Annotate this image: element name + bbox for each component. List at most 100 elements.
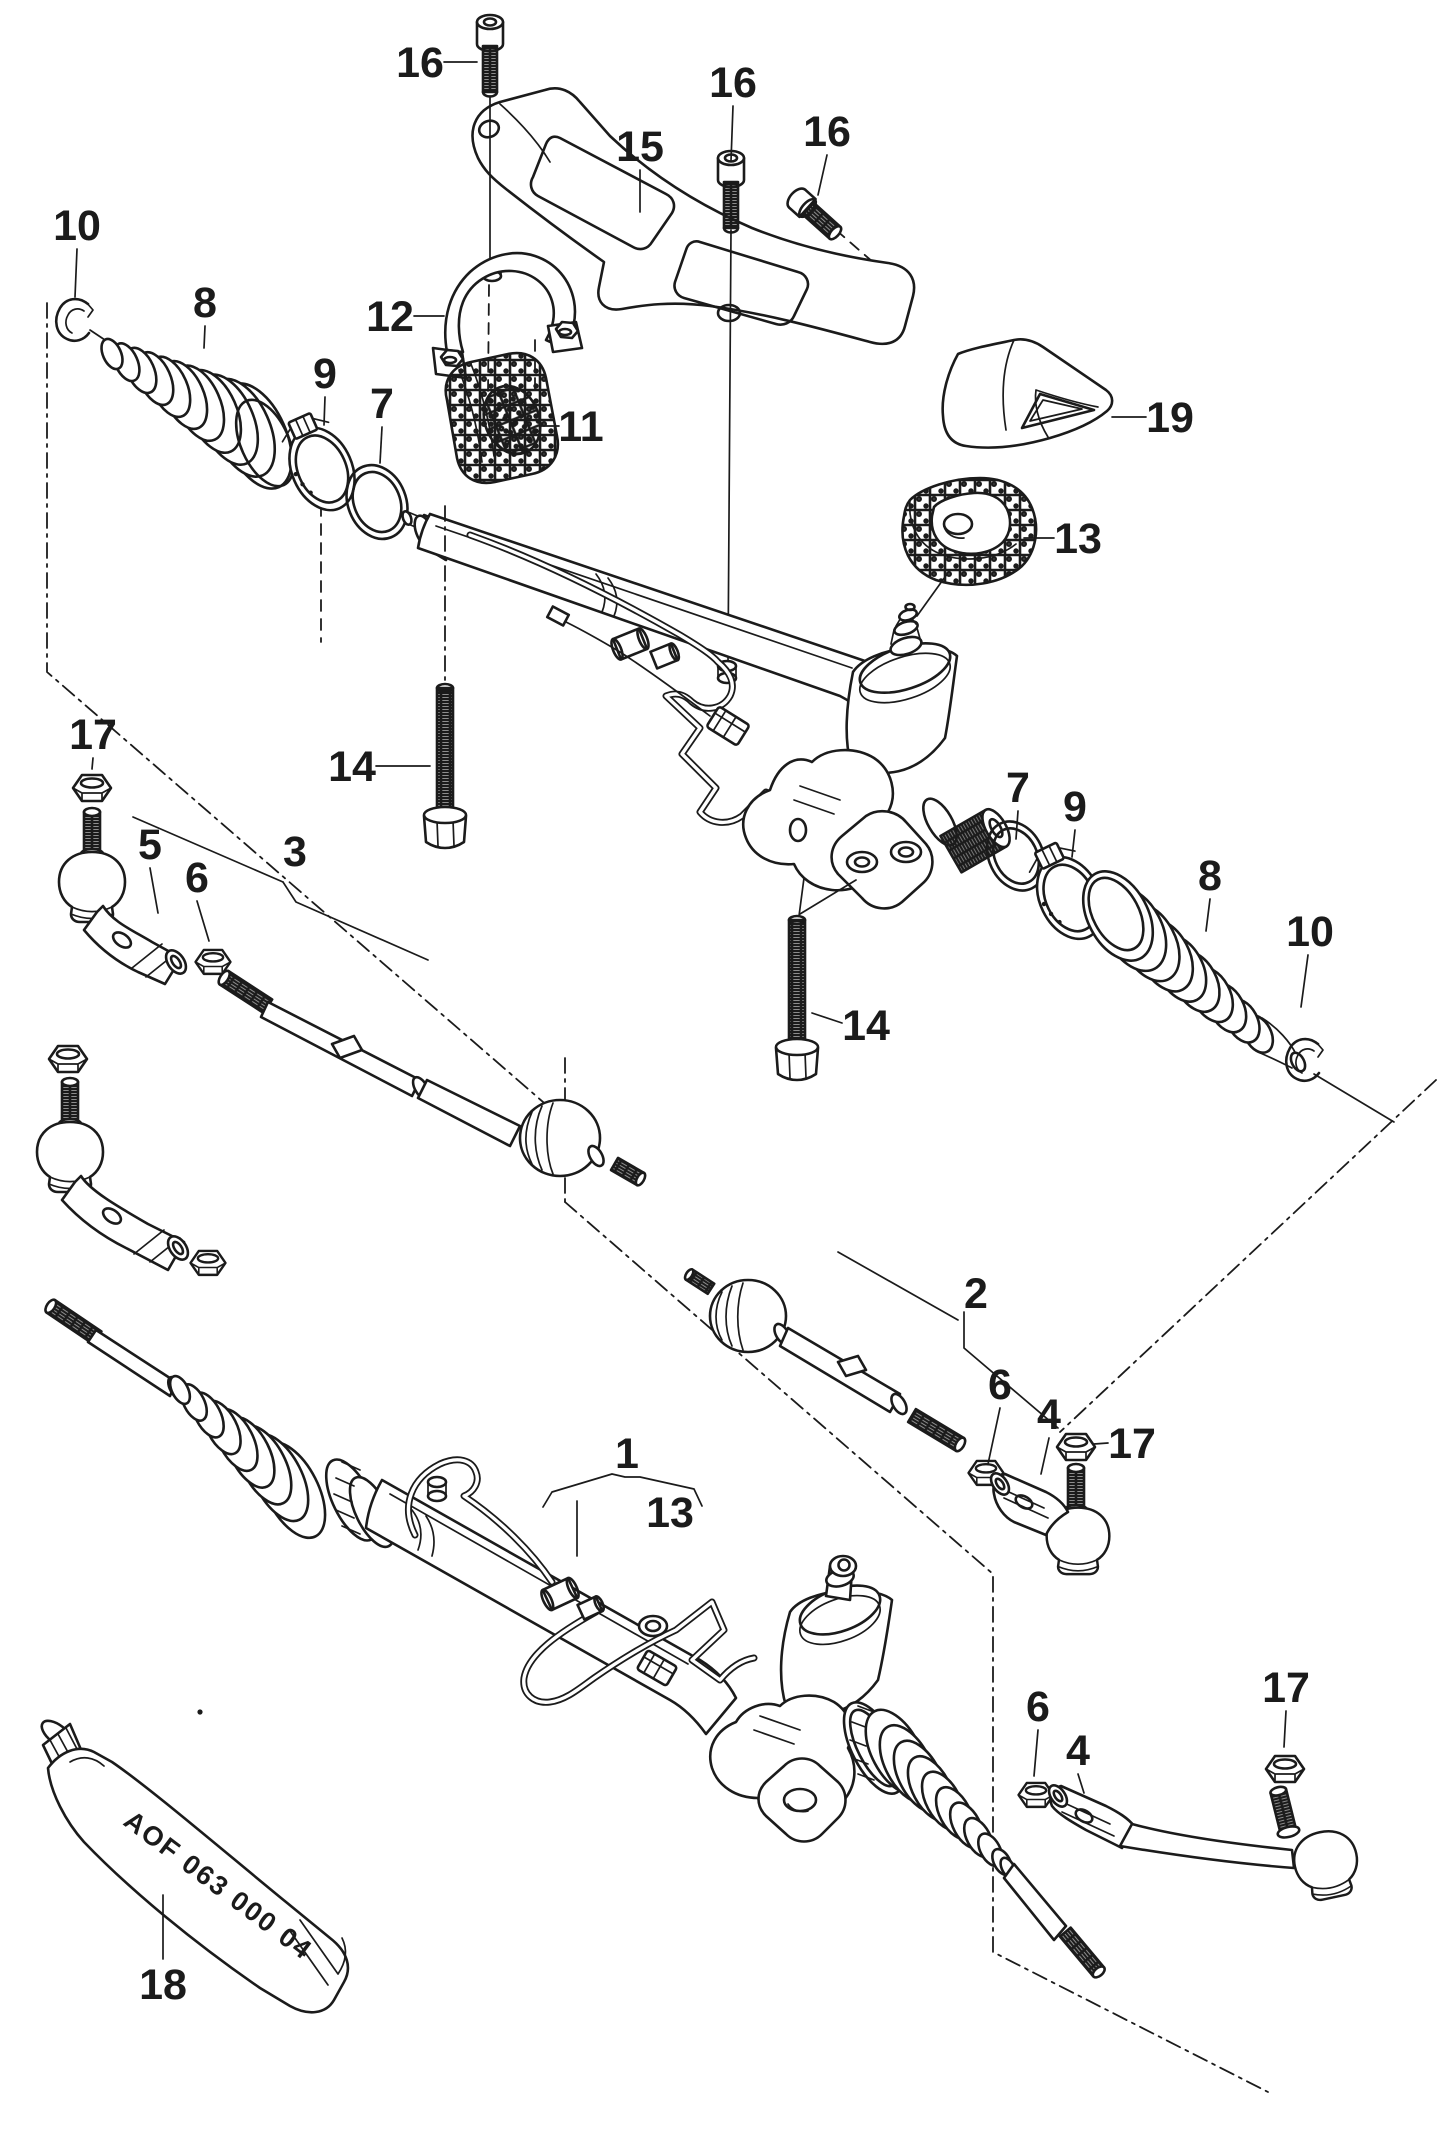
grease-tube-18: AOF 063 000 04 <box>40 1719 350 2014</box>
shield-bolt-hole <box>477 119 501 139</box>
callout-16-2: 16 <box>709 59 757 162</box>
ink-speck <box>197 1709 203 1715</box>
callout-12-6: 12 <box>366 293 445 341</box>
boot-8-left <box>100 337 296 490</box>
svg-text:14: 14 <box>328 743 376 791</box>
callout-1-26: 1 <box>542 1430 703 1557</box>
svg-text:14: 14 <box>842 1002 890 1050</box>
connector <box>636 1649 678 1687</box>
rubber-bushing-11 <box>444 351 560 485</box>
pipe-union <box>610 627 650 661</box>
svg-text:6: 6 <box>185 854 209 902</box>
construction-lines <box>46 229 1437 2093</box>
svg-text:8: 8 <box>1198 852 1222 900</box>
callout-10-20: 10 <box>1286 908 1334 1008</box>
svg-text:3: 3 <box>283 828 307 876</box>
callout-3-15: 3 <box>132 816 429 961</box>
svg-text:1: 1 <box>615 1430 639 1478</box>
svg-text:17: 17 <box>1262 1664 1310 1712</box>
svg-text:16: 16 <box>709 59 757 107</box>
callout-7-17: 7 <box>1006 764 1030 840</box>
callout-13-27: 13 <box>646 1489 694 1537</box>
tie-rod-end-lower-right <box>1017 1754 1366 1906</box>
callout-14-21: 14 <box>811 1002 890 1050</box>
callout-6-28: 6 <box>1026 1683 1050 1777</box>
callout-16-3: 16 <box>803 108 851 196</box>
callout-16-0: 16 <box>396 39 478 87</box>
svg-text:19: 19 <box>1146 394 1194 442</box>
tie-rod-end-lower-left <box>35 1044 227 1277</box>
svg-text:5: 5 <box>138 821 162 869</box>
callout-4-25: 4 <box>1037 1391 1061 1475</box>
mount-boss <box>637 1614 669 1638</box>
tie-rod-end-upper-right <box>967 1432 1111 1576</box>
callout-10-8: 10 <box>53 202 101 298</box>
svg-text:8: 8 <box>193 279 217 327</box>
svg-text:6: 6 <box>988 1361 1012 1409</box>
wire-plug <box>545 605 571 627</box>
sensor-wire <box>565 621 711 717</box>
svg-text:16: 16 <box>803 108 851 156</box>
pipe-elbow <box>576 1595 605 1621</box>
svg-text:7: 7 <box>1006 764 1030 812</box>
callout-8-19: 8 <box>1198 852 1222 932</box>
tie-rod-end-upper-left <box>57 773 188 986</box>
callout-11-7: 11 <box>539 403 604 451</box>
callout-13-5: 13 <box>1023 515 1102 563</box>
svg-text:17: 17 <box>1108 1420 1156 1468</box>
svg-text:15: 15 <box>616 123 664 171</box>
callout-7-11: 7 <box>370 380 394 464</box>
callout-17-22: 17 <box>1093 1420 1156 1468</box>
heat-shield-15 <box>471 87 916 346</box>
bolt-14-left <box>422 505 468 850</box>
o-ring-7-right <box>985 820 1047 892</box>
svg-text:18: 18 <box>139 1961 187 2009</box>
svg-text:2: 2 <box>964 1270 988 1318</box>
callout-9-18: 9 <box>1063 783 1087 858</box>
pipe-bobbin <box>426 1475 448 1503</box>
callout-2-23: 2 <box>837 1251 1059 1429</box>
svg-text:9: 9 <box>1063 783 1087 831</box>
callout-17-30: 17 <box>1262 1664 1310 1748</box>
callout-5-13: 5 <box>138 821 162 914</box>
svg-text:13: 13 <box>646 1489 694 1537</box>
svg-text:6: 6 <box>1026 1683 1050 1731</box>
connector <box>706 706 750 746</box>
svg-text:17: 17 <box>69 711 117 759</box>
callout-17-12: 17 <box>69 711 117 770</box>
callout-9-10: 9 <box>313 350 337 426</box>
callout-4-29: 4 <box>1066 1727 1090 1794</box>
svg-text:10: 10 <box>1286 908 1334 956</box>
foam-ring-13 <box>901 476 1038 617</box>
callout-8-9: 8 <box>193 279 217 349</box>
svg-text:10: 10 <box>53 202 101 250</box>
callout-18-31: 18 <box>139 1894 187 2009</box>
svg-text:7: 7 <box>370 380 394 428</box>
callout-14-16: 14 <box>328 743 431 791</box>
pipe-union <box>540 1576 580 1612</box>
shield-bolt-hole <box>716 303 742 323</box>
inner-tie-rod-2 <box>683 1267 967 1453</box>
clip-10-right <box>1284 1037 1395 1123</box>
svg-text:4: 4 <box>1037 1391 1061 1439</box>
bolt-16-right <box>786 187 843 241</box>
steering-rack-lower <box>44 1298 1106 1979</box>
o-ring-7-left <box>345 463 409 541</box>
svg-text:12: 12 <box>366 293 414 341</box>
callout-19-4: 19 <box>1111 394 1194 442</box>
svg-text:13: 13 <box>1054 515 1102 563</box>
steering-rack-upper <box>416 512 1011 915</box>
boot-8-right <box>1081 870 1307 1073</box>
cover-cap-19 <box>941 338 1114 449</box>
callout-6-24: 6 <box>987 1361 1012 1465</box>
callout-15-1: 15 <box>616 123 664 213</box>
inner-tie-rod-3 <box>194 948 647 1187</box>
svg-text:9: 9 <box>313 350 337 398</box>
svg-text:16: 16 <box>396 39 444 87</box>
bolt-14-right <box>774 877 820 1082</box>
callout-6-14: 6 <box>185 854 210 942</box>
svg-text:11: 11 <box>558 403 603 451</box>
